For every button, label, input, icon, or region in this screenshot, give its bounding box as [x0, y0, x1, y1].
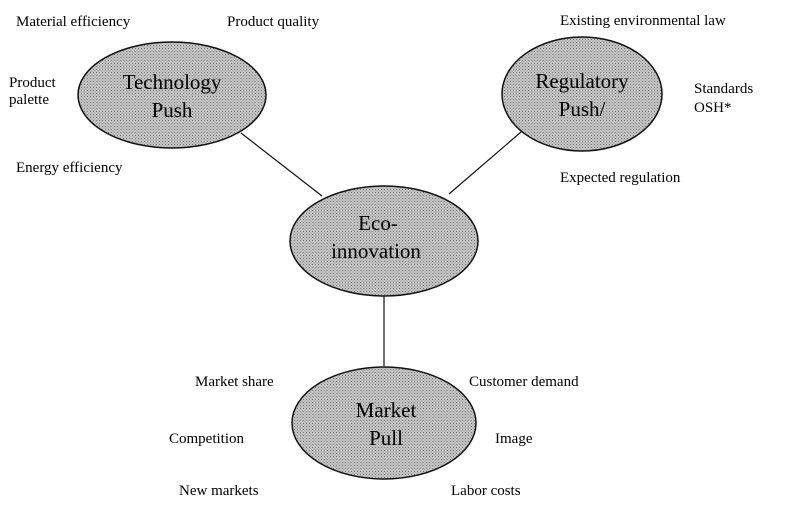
node-market-line1: Market	[356, 398, 417, 422]
node-regulatory-line2: Push/	[559, 97, 606, 121]
label-image: Image	[495, 431, 533, 447]
label-labor-costs: Labor costs	[451, 483, 521, 499]
label-product-quality: Product quality	[227, 14, 320, 30]
label-existing-environmental-law: Existing environmental law	[560, 13, 726, 29]
label-expected-regulation: Expected regulation	[560, 170, 681, 186]
node-eco-line1: Eco-	[358, 211, 398, 235]
label-standards: Standards	[694, 81, 754, 97]
label-material-efficiency: Material efficiency	[16, 14, 131, 30]
node-technology-line1: Technology	[123, 70, 222, 94]
node-regulatory-line1: Regulatory	[535, 69, 629, 93]
node-technology-push: Technology Push	[77, 41, 267, 149]
label-osh: OSH*	[694, 100, 732, 116]
label-product-palette-2: palette	[9, 92, 49, 108]
node-eco-line2: innovation	[331, 239, 421, 263]
label-market-share: Market share	[195, 374, 274, 390]
label-new-markets: New markets	[179, 483, 259, 499]
node-market-pull: Market Pull	[291, 366, 477, 480]
node-technology-line2: Push	[152, 98, 193, 122]
label-customer-demand: Customer demand	[469, 374, 579, 390]
connector-regulatory-eco	[448, 125, 529, 195]
label-competition: Competition	[169, 431, 244, 447]
node-eco-innovation: Eco- innovation	[289, 185, 479, 297]
node-regulatory-push: Regulatory Push/	[501, 36, 663, 152]
node-market-line2: Pull	[369, 426, 403, 450]
label-energy-efficiency: Energy efficiency	[16, 160, 123, 176]
connector-technology-eco	[240, 132, 323, 197]
label-product-palette-1: Product	[9, 75, 56, 91]
